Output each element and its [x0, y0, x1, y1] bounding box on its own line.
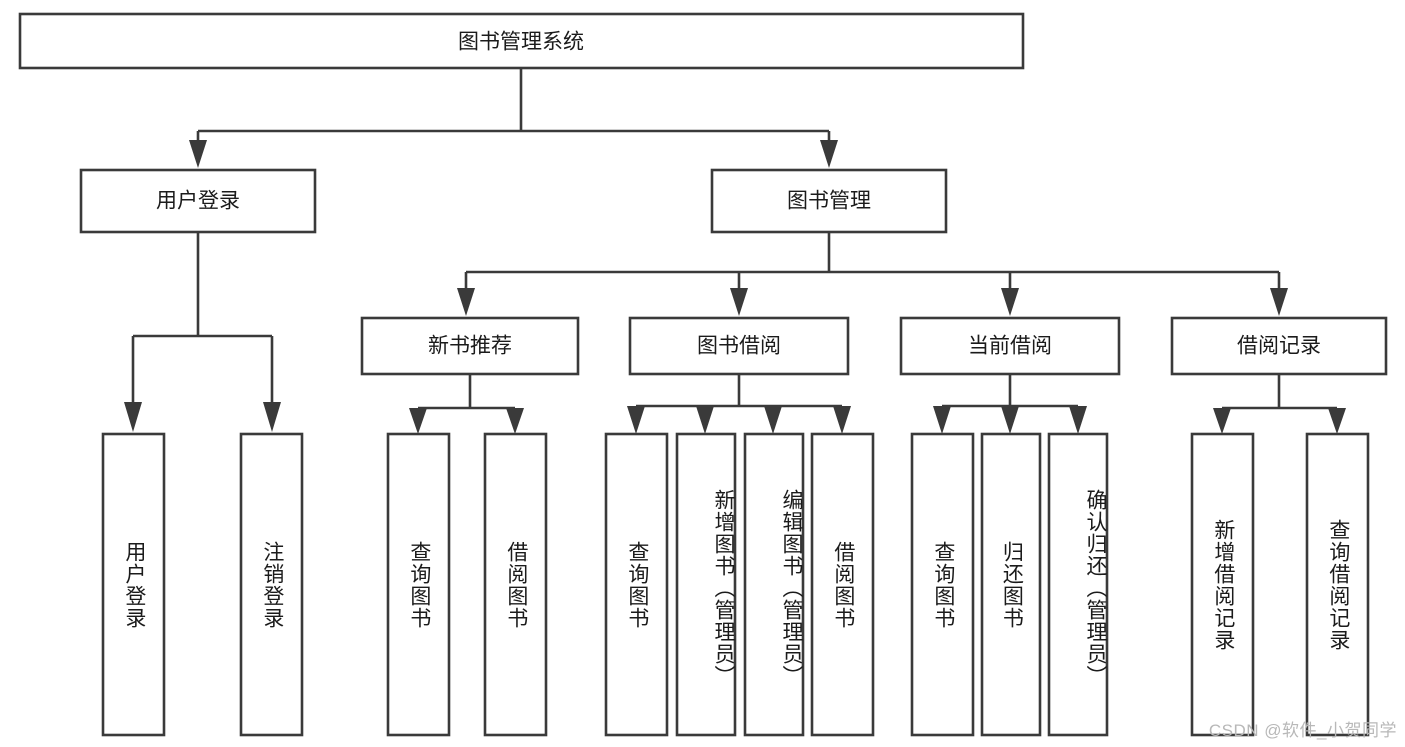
node-leaf-user-login-1[interactable]	[239, 432, 304, 737]
node-leaf-book-borrow-0[interactable]	[604, 432, 669, 737]
arrowhead-leaf-new-book-1	[506, 408, 524, 434]
connector-group-book-borrow	[627, 374, 851, 434]
arrowhead-leaf-borrow-record-0	[1213, 408, 1231, 434]
arrowhead-leaf-current-borrow-0	[933, 406, 951, 434]
arrowhead-leaf-book-borrow-0	[627, 406, 645, 434]
node-root-label: 图书管理系统	[458, 31, 584, 54]
arrowhead-leaf-book-borrow-1	[696, 406, 714, 434]
arrowhead-level3-1	[730, 288, 748, 316]
node-leaf-borrow-record-0[interactable]	[1190, 432, 1255, 737]
arrowhead-level3-2	[1001, 288, 1019, 316]
node-leaf-current-borrow-1[interactable]	[980, 432, 1042, 737]
arrowhead-book-mgmt	[820, 140, 838, 168]
node-user-login-label: 用户登录	[156, 190, 240, 213]
arrowhead-leaf-user-login-0	[124, 402, 142, 432]
node-leaf-book-borrow-2[interactable]	[743, 432, 805, 737]
node-book-management-label: 图书管理	[787, 190, 871, 213]
connector-group-root	[189, 68, 838, 168]
node-user-login[interactable]	[79, 168, 317, 234]
node-borrow-record[interactable]	[1170, 316, 1388, 376]
node-leaf-new-book-0[interactable]	[386, 432, 451, 737]
node-current-borrow[interactable]	[899, 316, 1121, 376]
node-leaf-borrow-record-1[interactable]	[1305, 432, 1370, 737]
node-leaf-book-borrow-3[interactable]	[810, 432, 875, 737]
arrowhead-leaf-new-book-0	[409, 408, 427, 434]
node-leaf-new-book-1[interactable]	[483, 432, 548, 737]
arrowhead-leaf-book-borrow-2	[764, 406, 782, 434]
arrowhead-level3-3	[1270, 288, 1288, 316]
node-current-borrow-label: 当前借阅	[968, 335, 1052, 358]
arrowhead-leaf-user-login-1	[263, 402, 281, 432]
connector-group-user-login	[124, 232, 281, 432]
connector-group-borrow-record	[1213, 374, 1346, 434]
node-borrow-record-label: 借阅记录	[1237, 335, 1321, 358]
node-book-management[interactable]	[710, 168, 948, 234]
arrowhead-leaf-borrow-record-1	[1328, 408, 1346, 434]
arrowhead-user-login	[189, 140, 207, 168]
connector-group-new-book	[409, 374, 524, 434]
node-root[interactable]	[18, 12, 1025, 70]
connector-group-book-mgmt	[457, 232, 1288, 316]
connector-group-current-borrow	[933, 374, 1087, 434]
node-new-book-recommend-label: 新书推荐	[428, 335, 512, 358]
arrowhead-leaf-current-borrow-1	[1001, 406, 1019, 434]
node-book-borrow-label: 图书借阅	[697, 335, 781, 358]
arrowhead-level3-0	[457, 288, 475, 316]
node-leaf-current-borrow-2[interactable]	[1047, 432, 1109, 737]
node-leaf-user-login-0[interactable]	[101, 432, 166, 737]
node-new-book-recommend[interactable]	[360, 316, 580, 376]
arrowhead-leaf-current-borrow-2	[1069, 406, 1087, 434]
arrowhead-leaf-book-borrow-3	[833, 406, 851, 434]
node-leaf-current-borrow-0[interactable]	[910, 432, 975, 737]
node-book-borrow[interactable]	[628, 316, 850, 376]
node-leaf-book-borrow-1[interactable]	[675, 432, 737, 737]
